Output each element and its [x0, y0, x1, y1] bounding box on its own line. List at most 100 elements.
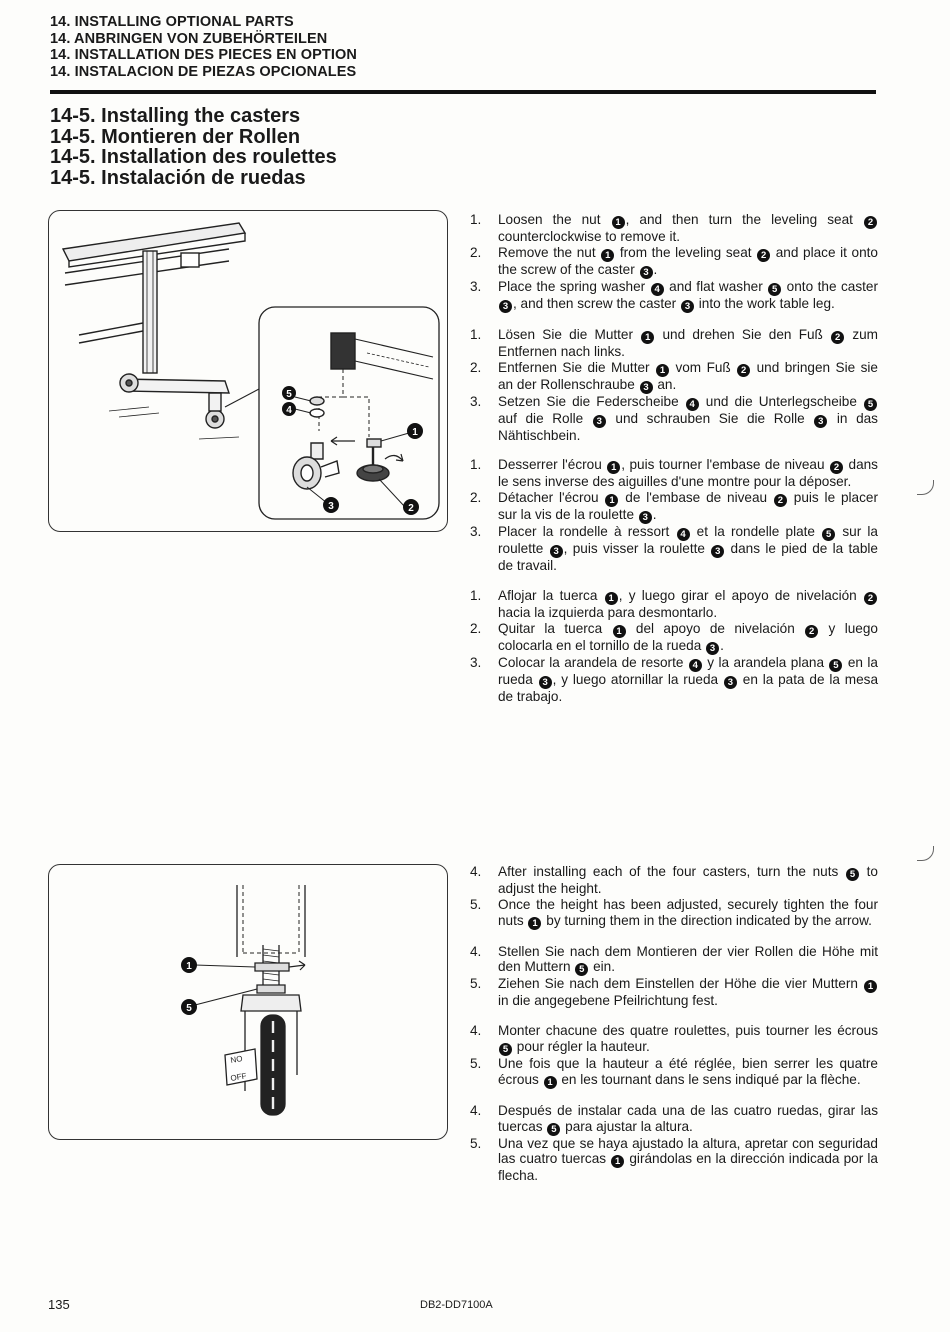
step-number: 3.: [470, 393, 482, 409]
part-number-badge: 1: [605, 494, 619, 508]
instruction-block-de: 1.Lösen Sie die Mutter 1 und drehen Sie …: [470, 327, 878, 444]
step-text-fragment: Place the spring washer: [498, 278, 650, 294]
step-text-fragment: hacia la izquierda para desmontarlo.: [498, 604, 718, 620]
step-text-fragment: Détacher l'écrou: [498, 490, 605, 506]
section-title-es: 14-5. Instalación de ruedas: [50, 166, 306, 189]
svg-text:5: 5: [186, 1003, 192, 1014]
step-text-fragment: pour régler la hauteur.: [513, 1038, 650, 1054]
step-text: Place the spring washer 4 and flat washe…: [498, 279, 878, 313]
step-number: 2.: [470, 359, 482, 375]
callout-2: 2: [403, 499, 419, 515]
svg-text:1: 1: [412, 427, 418, 438]
step-text: Quitar la tuerca 1 del apoyo de nivelaci…: [498, 621, 878, 655]
step-number: 5.: [470, 1055, 482, 1071]
instruction-step: 3.Setzen Sie die Federscheibe 4 und die …: [470, 394, 878, 444]
step-number: 4.: [470, 864, 482, 879]
callout-3: 3: [323, 497, 339, 513]
instruction-step: 1.Desserrer l'écrou 1, puis tourner l'em…: [470, 457, 878, 490]
part-number-badge: 1: [656, 363, 670, 377]
figure-height-adjustment: NO OFF 1 5: [48, 864, 448, 1140]
step-text-fragment: After installing each of the four caster…: [498, 864, 845, 879]
part-number-badge: 5: [829, 658, 843, 672]
instruction-step: 5.Ziehen Sie nach dem Einstellen der Höh…: [470, 976, 878, 1009]
caster-installation-illustration: 5 4 1 2 3: [61, 222, 440, 520]
step-text: Aflojar la tuerca 1, y luego girar el ap…: [498, 588, 878, 621]
step-number: 5.: [470, 896, 482, 912]
step-text-fragment: , puis tourner l'embase de niveau: [621, 457, 830, 473]
part-number-badge: 2: [831, 330, 845, 344]
svg-text:4: 4: [286, 405, 292, 416]
step-text-fragment: Loosen the nut: [498, 212, 611, 227]
step-text-fragment: Setzen Sie die Federscheibe: [498, 393, 685, 409]
instruction-block-es: 4. Después de instalar cada una de las cu…: [470, 1103, 878, 1184]
margin-mark: [917, 480, 934, 495]
part-number-badge: 2: [757, 248, 771, 262]
instruction-step: 1.Lösen Sie die Mutter 1 und drehen Sie …: [470, 327, 878, 360]
chapter-titles: 14. INSTALLING OPTIONAL PARTS 14. ANBRIN…: [50, 14, 890, 80]
step-text: Desserrer l'écrou 1, puis tourner l'emba…: [498, 457, 878, 490]
step-text: Détacher l'écrou 1 de l'embase de niveau…: [498, 490, 878, 525]
part-number-badge: 5: [575, 963, 589, 977]
step-text-fragment: dans le pied de la table de travail.: [498, 541, 878, 574]
part-number-badge: 2: [805, 624, 819, 638]
instruction-step: 1.Loosen the nut 1, and then turn the le…: [470, 212, 878, 245]
instruction-step: 2.Détacher l'écrou 1 de l'embase de nive…: [470, 490, 878, 525]
step-text-fragment: en la rueda: [498, 654, 878, 687]
part-number-badge: 1: [528, 916, 542, 930]
step-text: Después de instalar cada una de las cuat…: [498, 1103, 878, 1136]
instruction-step: 2.Remove the nut 1 from the leveling sea…: [470, 245, 878, 279]
step-text-fragment: y la arandela plana: [702, 654, 829, 670]
step-text-fragment: by turning them in the direction indicat…: [542, 912, 872, 928]
step-number: 4.: [470, 1023, 482, 1039]
part-number-badge: 1: [612, 624, 626, 638]
part-number-badge: 3: [711, 545, 725, 559]
step-text-fragment: from the leveling seat: [615, 244, 757, 260]
chapter-title-de: 14. ANBRINGEN VON ZUBEHÖRTEILEN: [50, 30, 328, 47]
step-text-fragment: Después de instalar cada una de las cuat…: [498, 1102, 878, 1134]
step-text-fragment: puis le placer sur la vis de la roulette: [498, 490, 878, 523]
part-number-badge: 2: [773, 494, 787, 508]
step-number: 2.: [470, 620, 482, 636]
step-text: Stellen Sie nach dem Montieren der vier …: [498, 944, 878, 977]
part-number-badge: 1: [864, 980, 877, 994]
part-number-badge: 3: [723, 675, 737, 689]
part-number-badge: 3: [538, 675, 552, 689]
step-text-fragment: en les tournant dans le sens indiqué par…: [557, 1071, 861, 1087]
step-text-fragment: para ajustar la altura.: [561, 1118, 693, 1134]
svg-text:2: 2: [408, 503, 414, 514]
part-number-badge: 2: [864, 216, 877, 229]
instruction-step: 3.Placer la rondelle à ressort 4 et la r…: [470, 524, 878, 574]
step-text-fragment: in die angegebene Pfeilrichtung fest.: [498, 993, 718, 1009]
part-number-badge: 3: [814, 414, 828, 428]
step-text: Entfernen Sie die Mutter 1 vom Fuß 2 und…: [498, 360, 878, 394]
step-number: 4.: [470, 943, 482, 959]
part-number-badge: 1: [607, 461, 621, 475]
step-text-fragment: , y luego girar el apoyo de nivelación: [618, 587, 863, 603]
step-text: Loosen the nut 1, and then turn the leve…: [498, 212, 878, 245]
step-number: 4.: [470, 1102, 482, 1118]
part-number-badge: 1: [543, 1075, 557, 1089]
step-text-fragment: Colocar la arandela de resorte: [498, 654, 688, 670]
part-number-badge: 5: [822, 528, 836, 542]
step-text: Une fois que la hauteur a été réglée, bi…: [498, 1056, 878, 1089]
svg-text:3: 3: [328, 501, 334, 512]
part-number-badge: 5: [547, 1122, 561, 1136]
header-rule: [50, 90, 876, 94]
step-text-fragment: Une fois que la hauteur a été réglée, bi…: [498, 1055, 878, 1087]
instruction-step: 3.Colocar la arandela de resorte 4 y la …: [470, 655, 878, 705]
section-title-en: 14-5. Installing the casters: [50, 105, 301, 127]
step-text: Monter chacune des quatre roulettes, pui…: [498, 1023, 878, 1056]
step-text-fragment: to adjust the height.: [498, 864, 878, 896]
instruction-block-de: 4. Stellen Sie nach dem Montieren der vie…: [470, 944, 878, 1010]
chapter-title-fr: 14. INSTALLATION DES PIECES EN OPTION: [50, 47, 357, 63]
part-number-badge: 1: [611, 216, 625, 229]
part-number-badge: 4: [685, 397, 699, 411]
part-number-badge: 3: [681, 299, 694, 313]
step-text-fragment: , and then screw the caster: [513, 295, 680, 311]
step-text-fragment: an.: [653, 376, 677, 392]
instruction-step: 1.Aflojar la tuerca 1, y luego girar el …: [470, 588, 878, 621]
section-title-fr: 14-5. Installation des roulettes: [50, 146, 337, 168]
step-text-fragment: Una vez que se haya ajustado la altura, …: [498, 1135, 878, 1167]
step-text-fragment: del apoyo de nivelación: [626, 620, 805, 636]
step-text-fragment: in das Nähtischbein.: [498, 410, 878, 443]
